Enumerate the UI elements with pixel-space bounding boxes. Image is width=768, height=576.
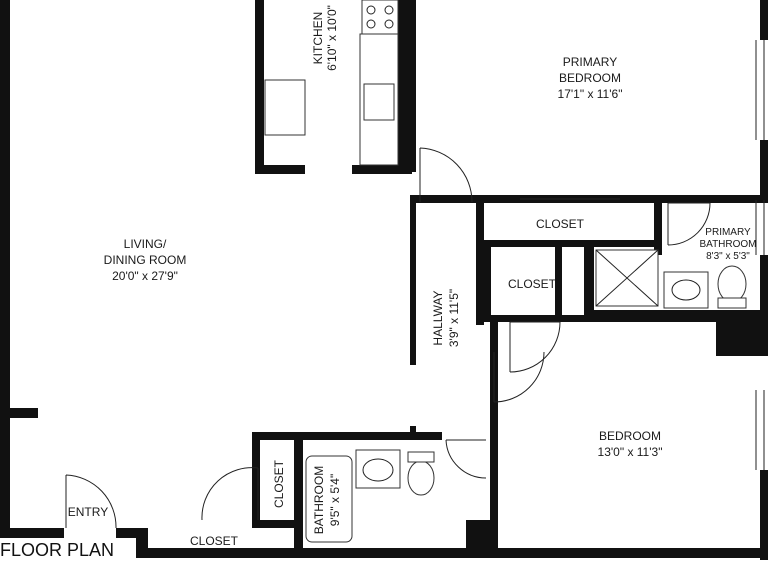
primary-bedroom-dims: 17'1" x 11'6" [558,87,623,101]
primary-bath-name-2: BATHROOM [699,239,756,250]
sink-icon [663,271,709,309]
floor-plan-title: FLOOR PLAN [0,540,114,560]
fixtures [264,0,747,543]
stove-icon [361,0,399,35]
doors [65,147,711,529]
bedroom-name: BEDROOM [599,429,661,443]
bedroom-dims: 13'0" x 11'3" [598,445,663,459]
kitchen-island [264,79,306,136]
kitchen-name: KITCHEN [311,12,325,65]
walls [0,0,768,560]
living-dims: 20'0" x 27'9" [112,269,178,283]
bathtub-icon [305,455,353,543]
room-labels: KITCHEN 6'10" x 10'0" PRIMARY BEDROOM 17… [68,5,757,548]
primary-bath-dims: 8'3" x 5'3" [706,251,750,262]
closet-top-label: CLOSET [536,217,585,231]
entry-label: ENTRY [68,505,108,519]
closet-mid-label: CLOSET [508,277,557,291]
closet-bottom-label: CLOSET [190,534,239,548]
living-name-2: DINING ROOM [104,253,187,267]
bathroom-dims: 9'5" x 5'4" [328,474,342,526]
kitchen-dims: 6'10" x 10'0" [325,5,339,71]
hallway-name: HALLWAY [431,290,445,345]
sink-icon [363,83,395,121]
windows [520,40,765,470]
primary-bedroom-name-2: BEDROOM [559,71,621,85]
living-name-1: LIVING/ [124,237,167,251]
primary-bath-name-1: PRIMARY [705,227,751,238]
toilet-icon [717,265,747,303]
toilet-icon [407,460,435,496]
bathroom-name: BATHROOM [312,466,326,534]
primary-bedroom-name-1: PRIMARY [563,55,617,69]
closet-small-label: CLOSET [272,459,286,508]
hallway-dims: 3'9" x 11'5" [447,289,461,347]
